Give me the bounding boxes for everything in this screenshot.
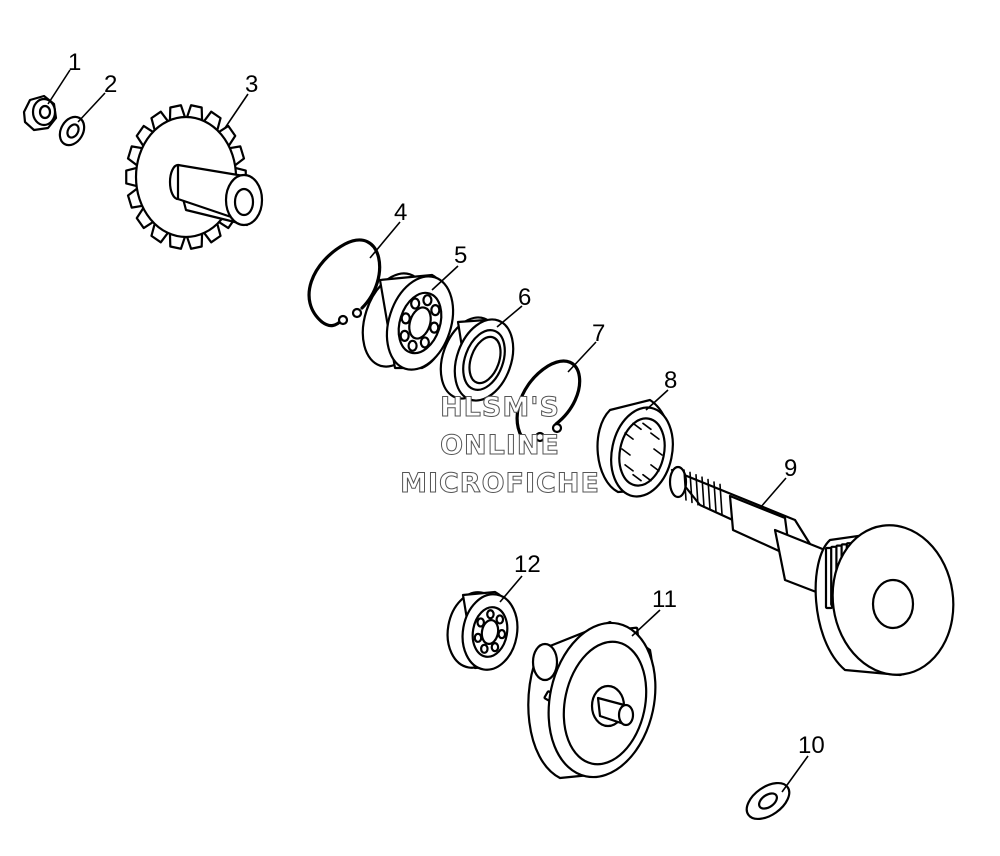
- part-7-circlip[interactable]: [515, 359, 582, 446]
- bearing-ball: [430, 304, 441, 317]
- bearing-ball: [407, 339, 418, 352]
- callout-1: 1: [68, 49, 81, 76]
- part-10-washer[interactable]: [740, 776, 795, 826]
- part-1-nut[interactable]: [22, 94, 58, 132]
- shaft-spline: [695, 473, 699, 506]
- callout-11: 11: [652, 586, 677, 613]
- watermark: HLSM'S ONLINE MICROFICHE: [400, 392, 600, 500]
- watermark-line-2: ONLINE: [440, 430, 560, 461]
- bearing-ball: [400, 312, 411, 325]
- leader-lines: [47, 69, 809, 793]
- needle-roller: [632, 422, 642, 431]
- part-9-gear-shaft[interactable]: [668, 465, 963, 683]
- callout-numbers: 1 2 3 4 5 6 7 8 9 10 11 12: [68, 49, 825, 759]
- bearing-ball: [429, 321, 440, 334]
- shaft-spline: [713, 481, 717, 513]
- bearing-ball: [410, 297, 421, 310]
- bearing-ball: [399, 329, 410, 342]
- bearing-ball: [490, 642, 500, 653]
- shaft-spline: [689, 471, 693, 504]
- part-11-gear[interactable]: [527, 613, 669, 787]
- callout-3: 3: [245, 71, 258, 98]
- callout-7: 7: [592, 320, 605, 347]
- callout-10: 10: [798, 732, 825, 759]
- bearing-ball: [422, 294, 433, 307]
- bearing-ball: [473, 632, 483, 643]
- needle-roller: [621, 448, 631, 456]
- shaft-spline: [683, 469, 687, 501]
- bearing-ball: [419, 336, 430, 349]
- callout-12: 12: [514, 551, 541, 578]
- needle-roller: [642, 422, 652, 431]
- callout-9: 9: [784, 455, 797, 482]
- part-5-ball-bearing[interactable]: [352, 265, 465, 378]
- callout-8: 8: [664, 367, 677, 394]
- watermark-line-3: MICROFICHE: [400, 468, 600, 499]
- bearing-ball: [476, 617, 486, 628]
- needle-roller: [632, 473, 642, 482]
- part-8-needle-bearing[interactable]: [596, 398, 681, 502]
- callout-4: 4: [394, 199, 407, 226]
- bearing-ball: [480, 643, 489, 654]
- shaft-spline: [707, 478, 711, 511]
- needle-roller: [642, 473, 652, 482]
- callout-2: 2: [104, 71, 117, 98]
- watermark-line-1: HLSM'S: [440, 392, 560, 423]
- callout-5: 5: [454, 242, 467, 269]
- part-2-washer[interactable]: [55, 113, 89, 150]
- shaft-spline: [719, 483, 723, 516]
- callout-6: 6: [518, 284, 531, 311]
- bearing-ball: [486, 609, 495, 620]
- bearing-ball: [495, 614, 505, 625]
- part-3-sprocket[interactable]: [125, 104, 264, 250]
- needle-roller: [624, 432, 634, 440]
- needle-roller: [624, 464, 634, 472]
- shaft-spline: [701, 476, 705, 509]
- part-4-circlip[interactable]: [307, 238, 382, 328]
- part-12-ball-bearing[interactable]: [442, 588, 523, 674]
- needle-roller: [650, 464, 660, 472]
- needle-roller: [650, 432, 660, 440]
- part-6-oil-seal[interactable]: [430, 309, 523, 408]
- needle-roller: [653, 448, 663, 456]
- bearing-ball: [497, 628, 507, 640]
